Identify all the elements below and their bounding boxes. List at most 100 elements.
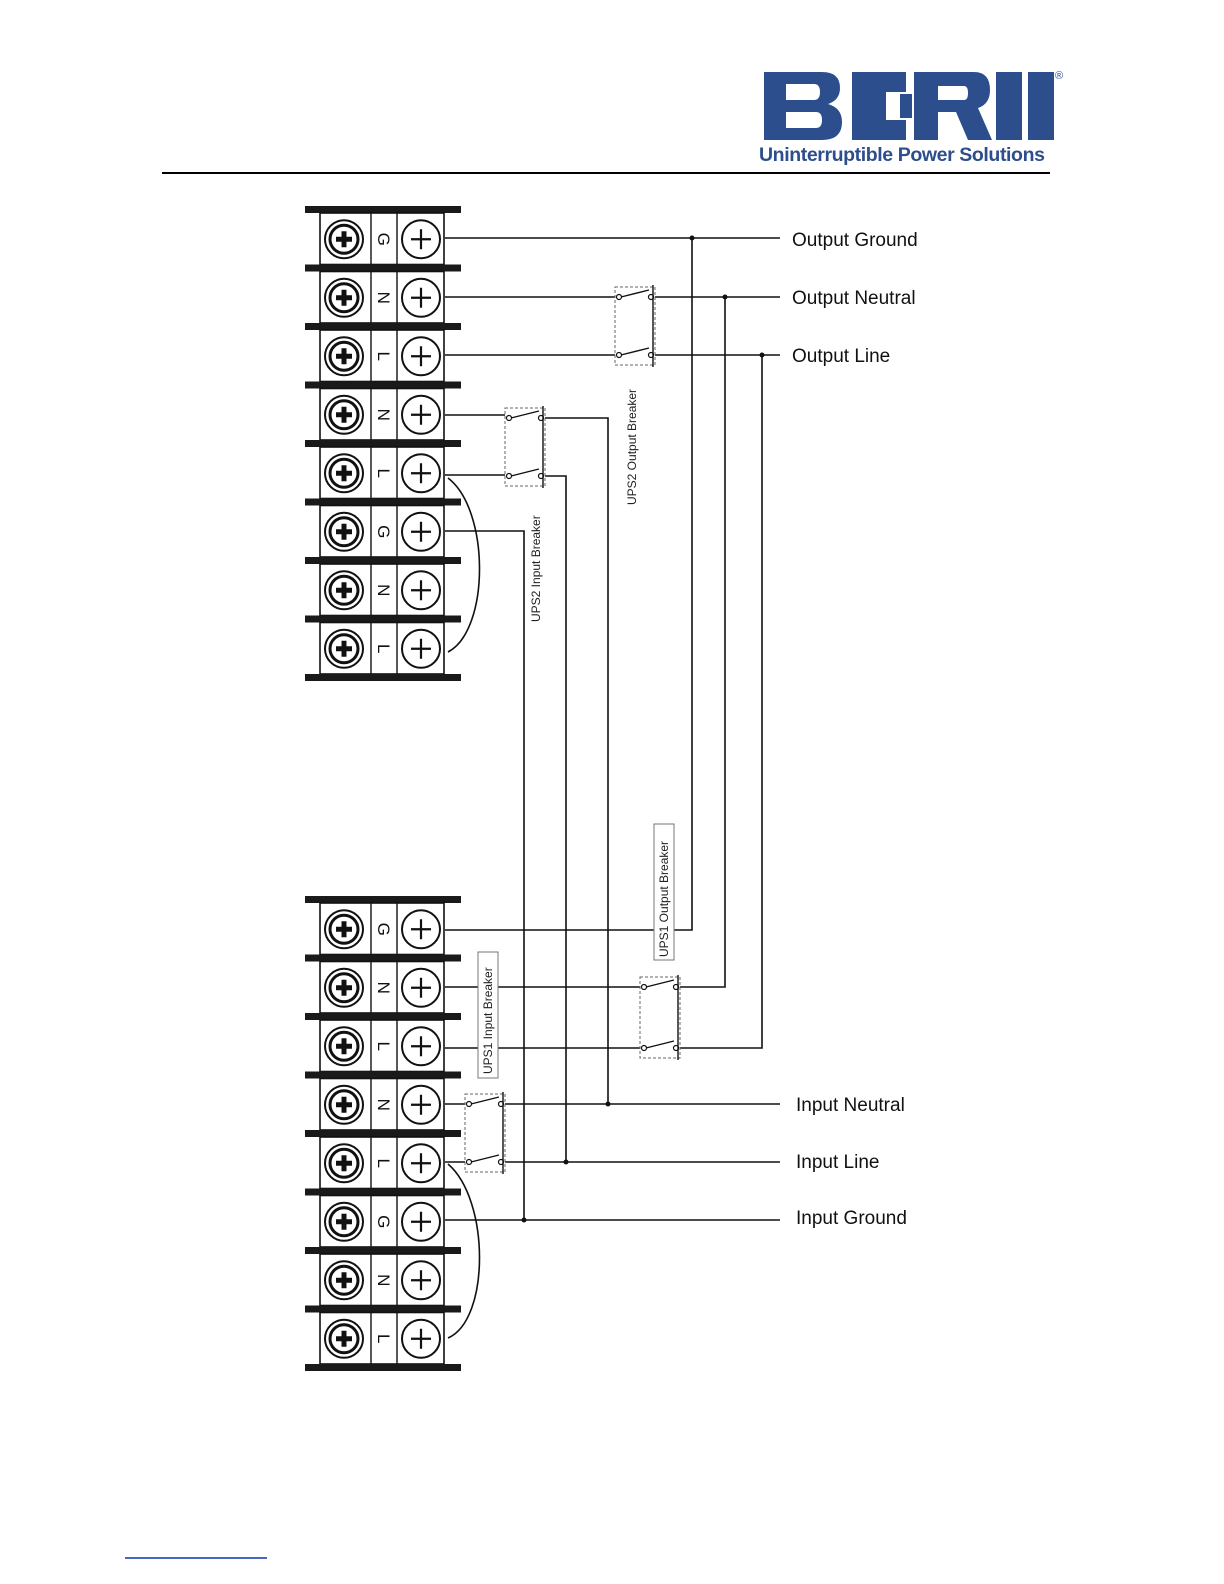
switch-blade	[646, 980, 674, 987]
terminal-row: G	[305, 1189, 461, 1248]
wires	[445, 238, 780, 1338]
terminal-letter: N	[374, 1099, 393, 1111]
terminal-row: N	[305, 1247, 461, 1306]
switch-contact	[642, 985, 647, 990]
junction-dot	[606, 1102, 611, 1107]
junctions	[522, 236, 765, 1223]
terminal-row: N	[305, 1072, 461, 1131]
switch-blade	[621, 348, 649, 355]
terminal-letter: L	[374, 352, 393, 361]
junction-dot	[522, 1218, 527, 1223]
terminal-row: G	[305, 896, 461, 955]
terminal-block-1: G N L N L G N L	[305, 206, 461, 681]
footer-link-underline	[125, 1557, 267, 1559]
ups1-output-breaker-tag: UPS1 Output Breaker	[654, 824, 674, 960]
terminal-row: G	[305, 206, 461, 265]
terminal-letter: G	[374, 525, 393, 538]
terminal-letter: L	[374, 469, 393, 478]
wire-top-in-n-out	[545, 418, 608, 1104]
label-ups1-input-breaker: UPS1 Input Breaker	[481, 967, 495, 1074]
terminal-separator	[305, 323, 461, 330]
terminal-separator	[305, 382, 461, 389]
wire-top-in-l-out	[545, 476, 566, 1162]
switch-contact	[617, 295, 622, 300]
terminal-row: N	[305, 557, 461, 616]
terminal-row: L	[305, 616, 461, 675]
terminal-row: G	[305, 499, 461, 558]
terminal-letter: L	[374, 1042, 393, 1051]
terminal-separator	[305, 265, 461, 272]
terminal-letter: N	[374, 982, 393, 994]
label-ups2-input-breaker: UPS2 Input Breaker	[529, 515, 543, 622]
terminal-separator	[305, 1130, 461, 1137]
wire-labels: Output Ground Output Neutral Output Line…	[792, 230, 918, 1229]
terminal-letter: L	[374, 644, 393, 653]
switch-blade	[511, 469, 539, 476]
terminal-separator	[305, 499, 461, 506]
switch-blade	[471, 1155, 499, 1162]
switch-blade	[621, 290, 649, 297]
junction-dot	[723, 295, 728, 300]
terminal-row: L	[305, 1306, 461, 1365]
terminal-letter: G	[374, 1215, 393, 1228]
wire-top-in-g	[445, 531, 524, 1220]
label-output-neutral: Output Neutral	[792, 288, 916, 309]
switch-blade	[646, 1041, 674, 1048]
terminal-block-2: G N L N L G N L	[305, 896, 461, 1371]
switch-blade	[471, 1097, 499, 1104]
ups1-output-breaker	[640, 975, 680, 1060]
ups2-input-breaker	[505, 406, 545, 488]
terminal-separator	[305, 896, 461, 903]
terminal-separator	[305, 206, 461, 213]
terminal-separator	[305, 1247, 461, 1254]
terminal-letter: N	[374, 584, 393, 596]
terminal-blocks: G N L N L G N L G N L N L G N L	[305, 206, 461, 1371]
terminal-separator	[305, 674, 461, 681]
terminal-letter: G	[374, 233, 393, 246]
wire-neutral-bus	[680, 297, 725, 987]
ups1-input-breaker-tag: UPS1 Input Breaker	[478, 952, 498, 1078]
junction-dot	[760, 353, 765, 358]
ups1-input-breaker	[465, 1092, 505, 1174]
terminal-row: N	[305, 382, 461, 441]
terminal-separator	[305, 616, 461, 623]
switch-contact	[467, 1102, 472, 1107]
terminal-letter: L	[374, 1334, 393, 1343]
ups2-output-breaker	[615, 285, 655, 367]
junction-dot	[690, 236, 695, 241]
label-output-ground: Output Ground	[792, 230, 918, 251]
breaker-labels: UPS2 Output Breaker UPS2 Input Breaker U…	[478, 389, 674, 1078]
terminal-row: L	[305, 1013, 461, 1072]
switch-contact	[507, 474, 512, 479]
terminal-separator	[305, 1072, 461, 1079]
label-input-line: Input Line	[796, 1152, 879, 1173]
terminal-separator	[305, 1013, 461, 1020]
terminal-letter: N	[374, 409, 393, 421]
switch-contact	[642, 1046, 647, 1051]
label-ups1-output-breaker: UPS1 Output Breaker	[657, 841, 671, 957]
terminal-letter: G	[374, 923, 393, 936]
label-output-line: Output Line	[792, 346, 890, 367]
terminal-separator	[305, 557, 461, 564]
terminal-row: L	[305, 323, 461, 382]
terminal-row: N	[305, 265, 461, 324]
terminal-letter: N	[374, 1274, 393, 1286]
terminal-row: L	[305, 1130, 461, 1189]
label-ups2-output-breaker: UPS2 Output Breaker	[625, 389, 639, 505]
terminal-separator	[305, 1306, 461, 1313]
terminal-letter: L	[374, 1159, 393, 1168]
terminal-row: L	[305, 440, 461, 499]
switch-contact	[467, 1160, 472, 1165]
switch-contact	[507, 416, 512, 421]
terminal-row: N	[305, 955, 461, 1014]
terminal-separator	[305, 1189, 461, 1196]
junction-dot	[564, 1160, 569, 1165]
label-input-neutral: Input Neutral	[796, 1095, 905, 1116]
terminal-letter: N	[374, 292, 393, 304]
terminal-separator	[305, 1364, 461, 1371]
terminal-separator	[305, 440, 461, 447]
switch-contact	[617, 353, 622, 358]
label-input-ground: Input Ground	[796, 1208, 907, 1229]
